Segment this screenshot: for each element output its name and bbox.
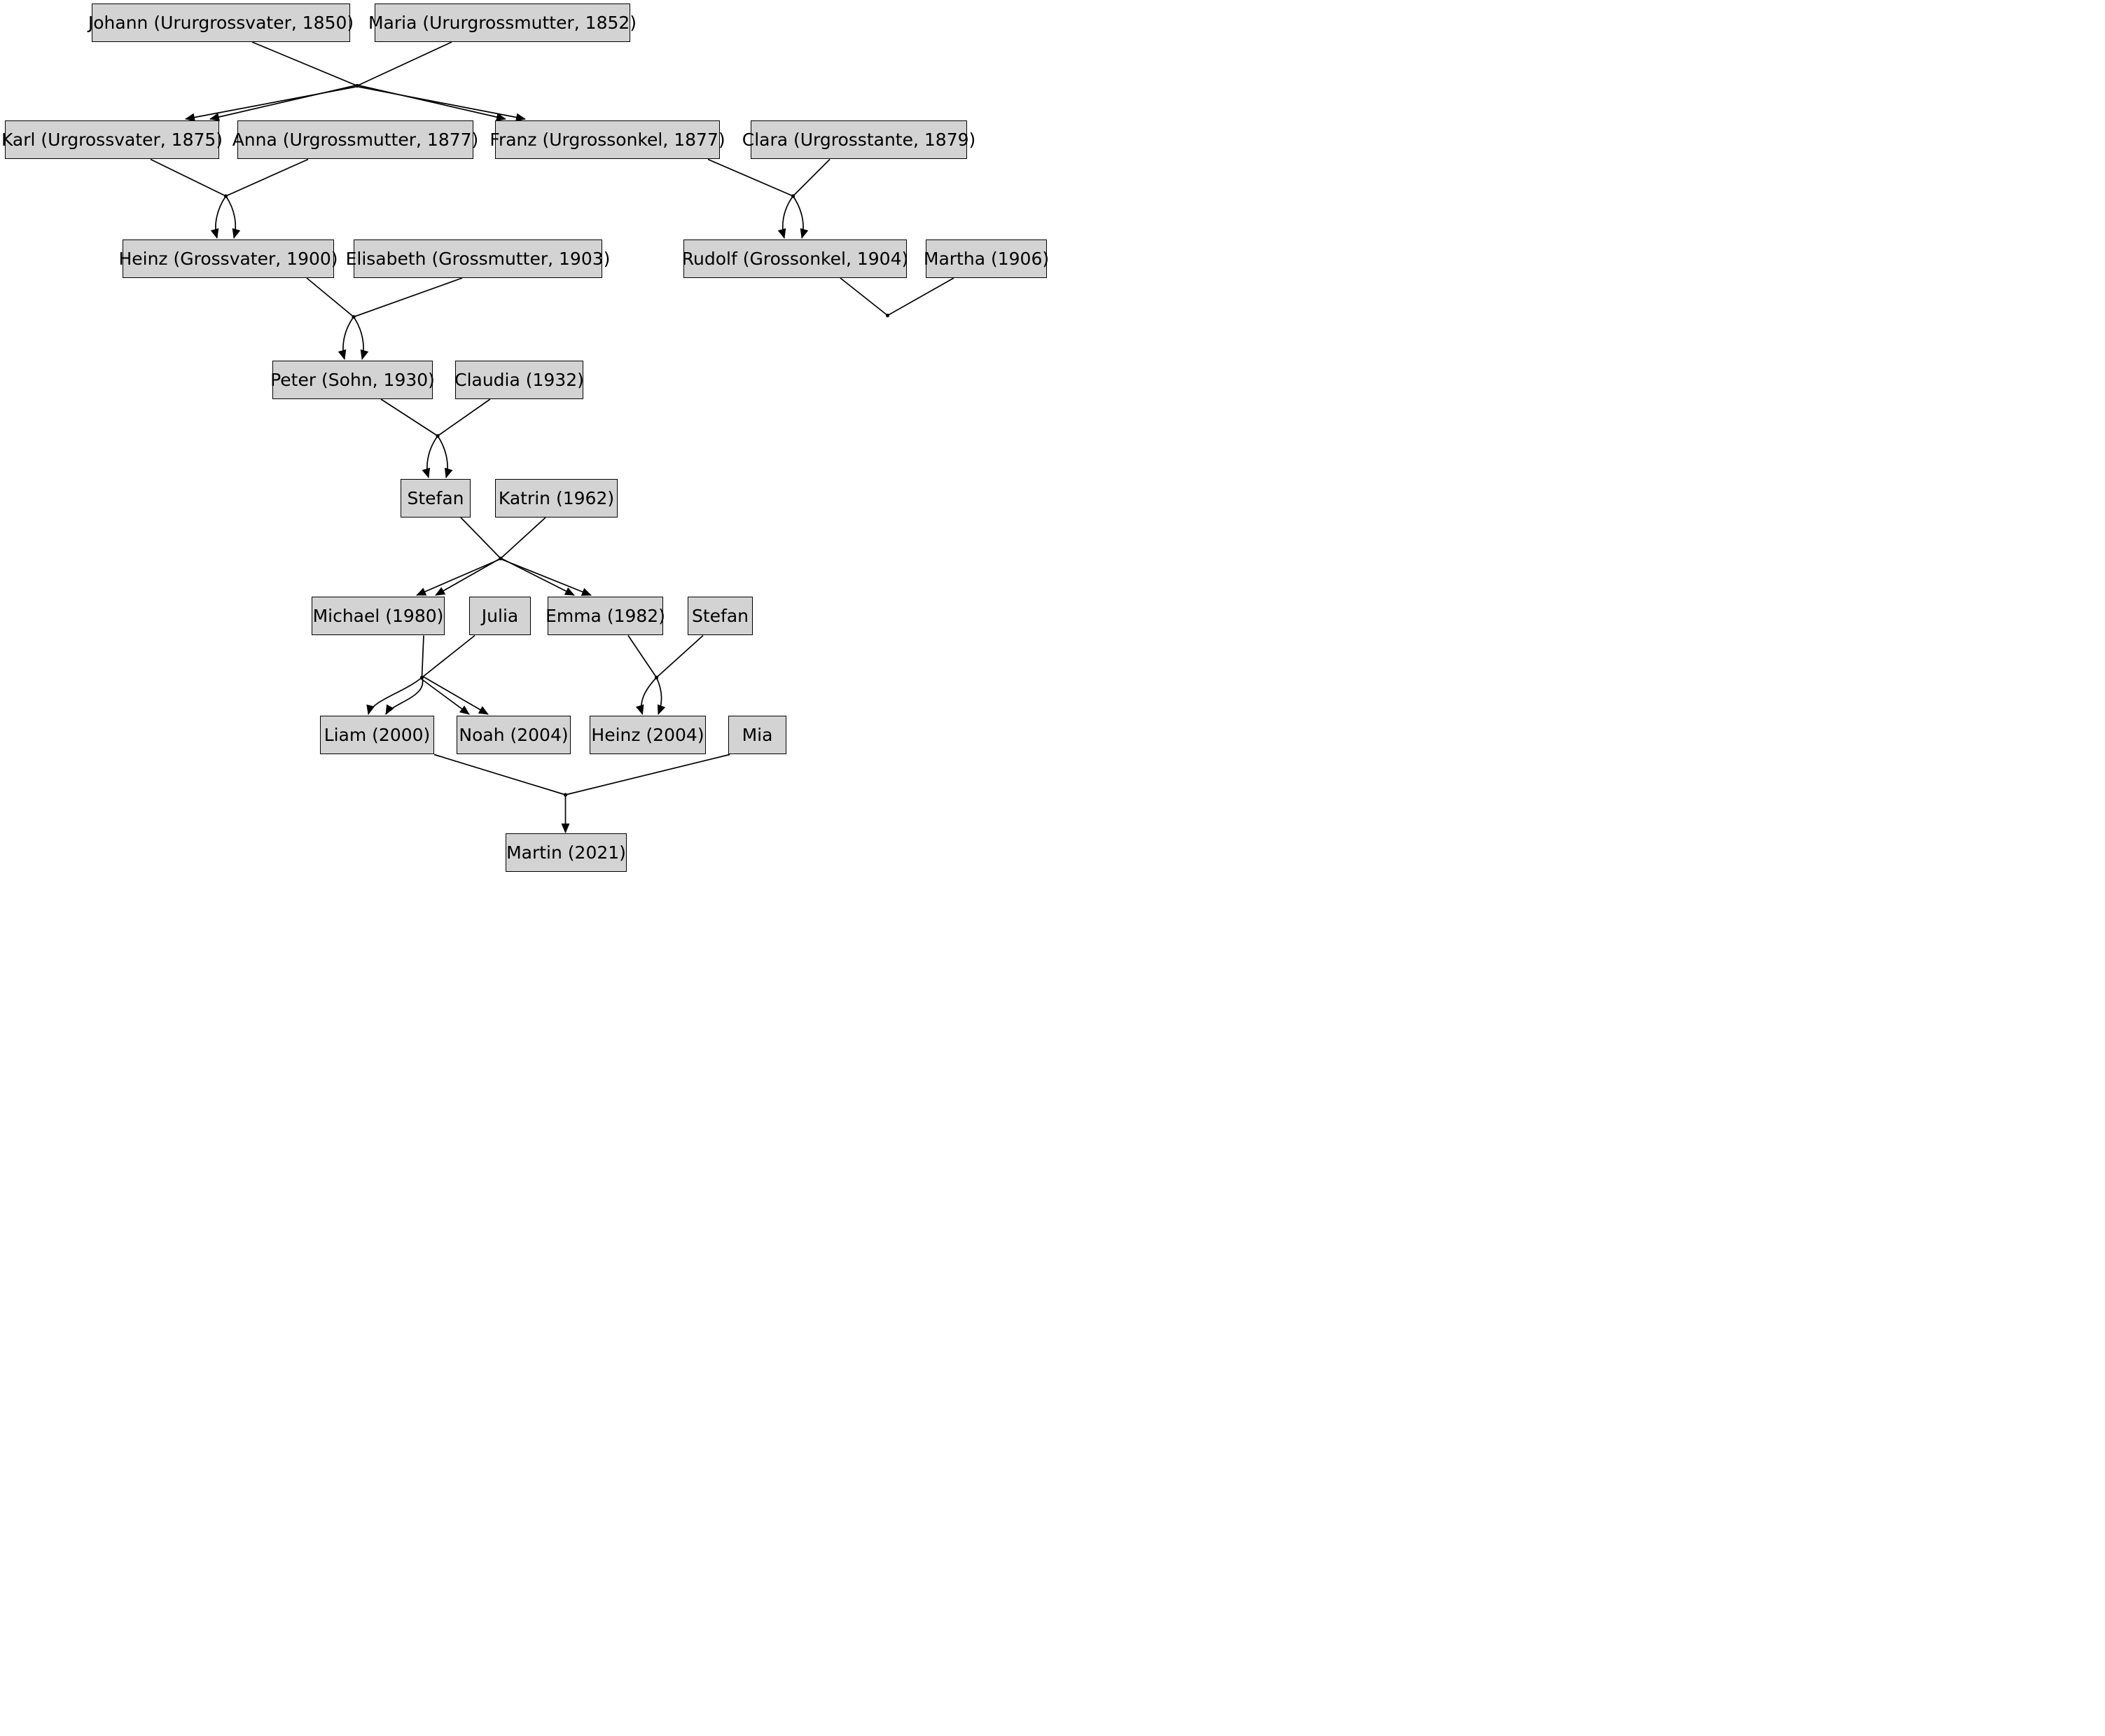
parent-edge xyxy=(353,277,463,318)
union-junction-point xyxy=(791,194,796,198)
person-node-anna: Anna (Urgrossmutter, 1877) xyxy=(232,120,478,159)
child-edge xyxy=(209,84,359,121)
parent-edge xyxy=(500,517,546,560)
parent-edge xyxy=(251,41,358,87)
child-edge-curve xyxy=(635,676,658,715)
child-edge xyxy=(355,84,506,121)
parent-edge xyxy=(225,158,309,197)
child-edge xyxy=(420,678,470,715)
parent-edge xyxy=(150,158,226,197)
child-edge xyxy=(422,676,489,715)
person-node-peter: Peter (Sohn, 1930) xyxy=(270,361,435,399)
person-node-noah: Noah (2004) xyxy=(457,716,571,754)
person-node-johann: Johann (Ururgrossvater, 1850) xyxy=(88,4,354,42)
child-edge-curve xyxy=(353,317,369,360)
child-edge-curve xyxy=(338,317,354,360)
parent-edge xyxy=(707,158,793,197)
child-edge-curve xyxy=(210,195,227,239)
parent-edge xyxy=(433,754,566,796)
union-junction-point xyxy=(654,675,659,680)
person-node-claudia: Claudia (1932) xyxy=(454,361,584,399)
person-node-franz: Franz (Urgrossonkel, 1877) xyxy=(489,120,725,159)
child-edge-curve xyxy=(655,677,666,715)
person-node-maria: Maria (Ururgrossmutter, 1852) xyxy=(368,4,637,42)
union-junction-point xyxy=(223,194,228,198)
child-edge-curve xyxy=(437,436,453,478)
person-node-emma: Emma (1982) xyxy=(546,597,665,635)
child-edge xyxy=(416,559,500,596)
child-edge-curve xyxy=(385,677,424,715)
person-node-stefan2: Stefan xyxy=(688,597,753,635)
union-junction-point xyxy=(563,793,568,797)
parent-edge xyxy=(655,634,704,679)
person-node-clara: Clara (Urgrosstante, 1879) xyxy=(742,120,975,159)
parent-edge xyxy=(421,634,475,679)
person-node-katrin: Katrin (1962) xyxy=(495,479,618,518)
union-junction-point xyxy=(885,313,890,318)
parent-edge xyxy=(840,277,889,317)
child-edge xyxy=(501,559,592,596)
union-junction-point xyxy=(436,433,440,438)
person-node-martha: Martha (1906) xyxy=(924,239,1049,278)
person-node-rudolf: Rudolf (Grossonkel, 1904) xyxy=(682,239,908,278)
child-edge-curve xyxy=(792,195,809,239)
union-junction-point xyxy=(419,675,424,680)
child-edge-curve xyxy=(366,676,423,715)
parent-edge xyxy=(356,41,452,87)
child-edge-curve xyxy=(422,436,438,478)
parent-edge xyxy=(887,277,954,317)
parent-edge xyxy=(306,277,354,318)
person-node-stefan: Stefan xyxy=(401,479,471,518)
parent-edge xyxy=(437,398,491,437)
family-tree-diagram: Johann (Ururgrossvater, 1850) Maria (Urur… xyxy=(0,0,1052,875)
parent-edge xyxy=(380,398,438,437)
child-edge-curve xyxy=(225,195,241,239)
union-junction-point xyxy=(355,83,359,88)
child-edge xyxy=(358,86,526,122)
parent-edge xyxy=(460,517,501,560)
union-junction-point xyxy=(352,314,356,319)
parent-edge xyxy=(792,158,831,197)
parent-edge xyxy=(565,754,730,796)
union-junction-point xyxy=(499,556,503,561)
child-edge-curve xyxy=(777,195,794,239)
person-node-elisabeth: Elisabeth (Grossmutter, 1903) xyxy=(346,239,610,278)
edge-group xyxy=(150,41,954,833)
person-node-liam: Liam (2000) xyxy=(320,716,434,754)
person-node-martin: Martin (2021) xyxy=(506,833,627,872)
person-node-michael: Michael (1980) xyxy=(312,597,445,635)
child-edge xyxy=(435,557,503,596)
person-node-heinz: Heinz (Grossvater, 1900) xyxy=(118,239,338,278)
person-node-heinz2: Heinz (2004) xyxy=(590,716,706,754)
person-node-mia: Mia xyxy=(728,716,786,754)
edges-layer xyxy=(150,41,954,833)
parent-edge xyxy=(627,635,658,678)
person-node-karl: Karl (Urgrossvater, 1875) xyxy=(1,120,223,159)
person-node-julia: Julia xyxy=(469,597,531,635)
parent-edge xyxy=(421,635,424,678)
